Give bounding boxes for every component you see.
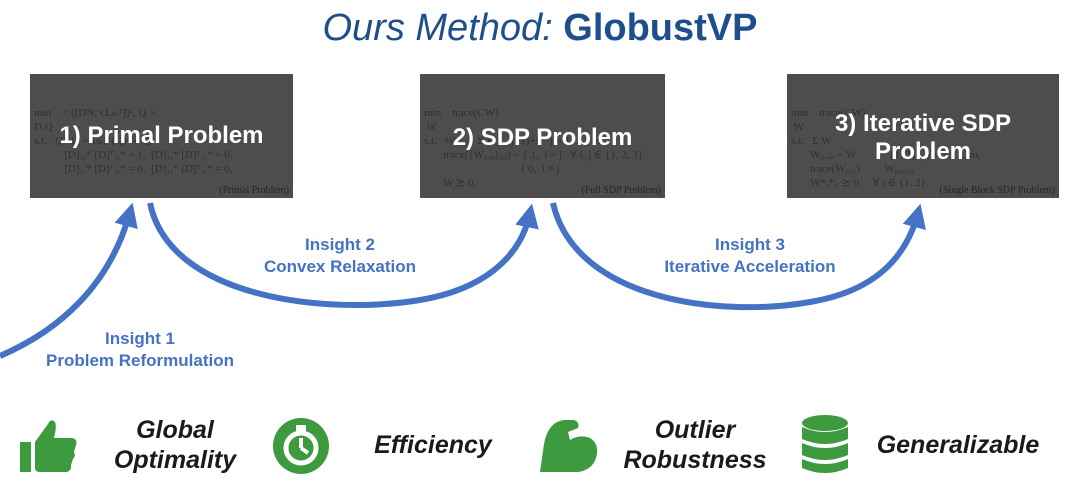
- thumbs-up-icon: [20, 420, 77, 472]
- panel-tag: (Full SDP Problem): [581, 185, 661, 196]
- panel-tag: (Primal Problem): [219, 185, 289, 196]
- feature-generalizable: Generalizable: [876, 431, 1040, 459]
- title-prefix: Ours Method:: [322, 7, 564, 49]
- arrow-insight-2: [147, 202, 539, 308]
- panel-label: 2) SDP Problem: [452, 124, 633, 151]
- database-stack-icon: [802, 415, 848, 473]
- efficiency-clock-icon: [273, 418, 329, 474]
- panel-label: 1) Primal Problem: [59, 122, 264, 149]
- title-method-name: GlobustVP: [563, 7, 758, 49]
- flexed-arm-icon: [540, 420, 598, 472]
- arrow-insight-3: [550, 202, 926, 311]
- arrow-insight-1: [0, 202, 138, 359]
- feature-efficiency: Efficiency: [374, 431, 492, 459]
- page-title: Ours Method: GlobustVP: [0, 4, 1080, 52]
- panel-tag: (Single Block SDP Problem): [939, 185, 1055, 196]
